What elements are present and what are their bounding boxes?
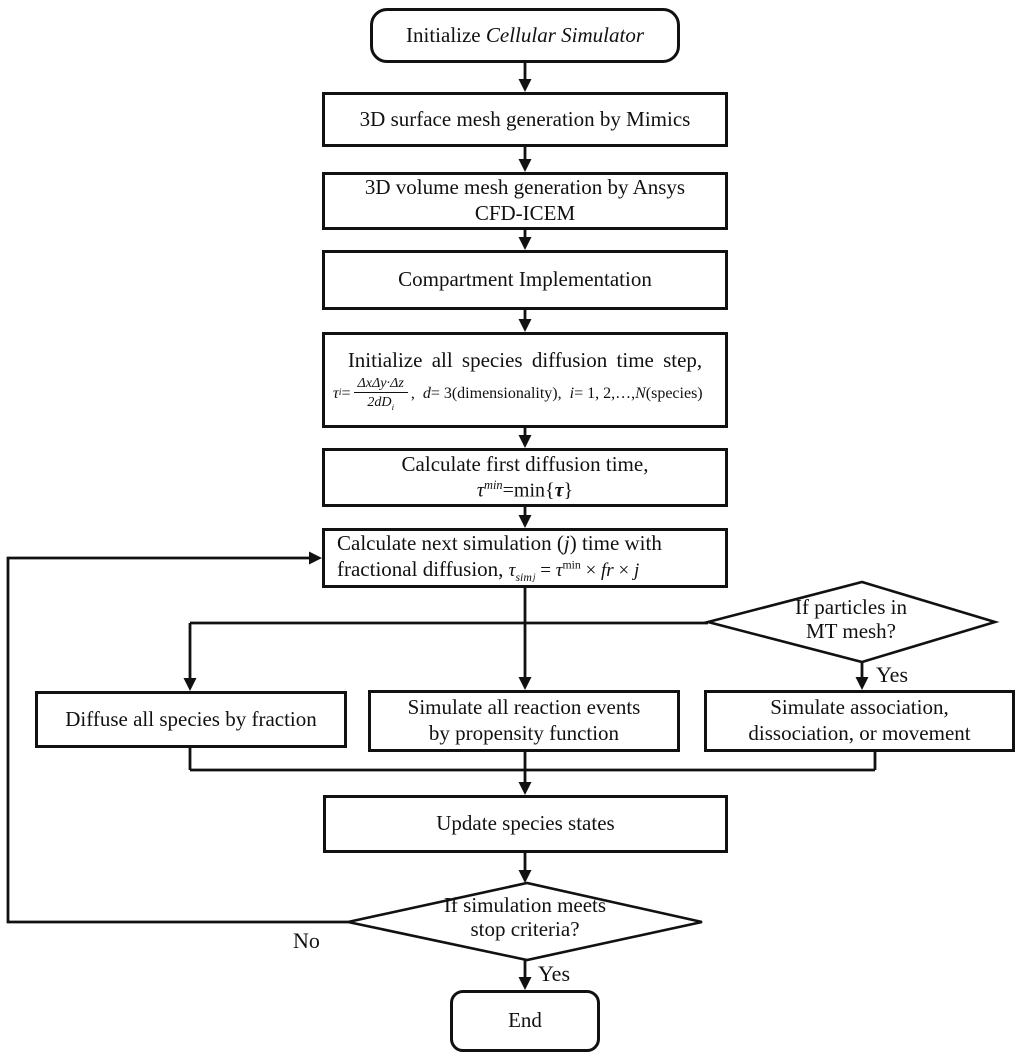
node-end-label: End xyxy=(508,1008,542,1033)
node-update-states-label: Update species states xyxy=(436,811,615,836)
node-association-line1: Simulate association, xyxy=(770,695,949,720)
decision-stop-criteria-line2: stop criteria? xyxy=(470,916,580,941)
edge-label-no: No xyxy=(293,928,320,953)
edge-label-yes-mt: Yes xyxy=(876,662,909,687)
node-surface-mesh-label: 3D surface mesh generation by Mimics xyxy=(359,106,691,131)
node-diffuse-species: Diffuse all species by fraction xyxy=(35,691,347,748)
node-reaction-events: Simulate all reaction events by propensi… xyxy=(368,690,680,752)
node-first-diffusion: Calculate first diffusion time, τmin=min… xyxy=(322,448,728,507)
arrowhead-to-volume xyxy=(518,159,532,172)
edge-label-yes-stop: Yes xyxy=(538,961,571,986)
decision-stop-criteria-shape xyxy=(347,881,703,962)
arrowhead-to-surface xyxy=(518,79,532,92)
node-next-simulation-line1: Calculate next simulation (j) time with xyxy=(337,531,662,556)
node-association-line2: dissociation, or movement xyxy=(748,721,971,745)
node-compartment: Compartment Implementation xyxy=(322,250,728,310)
arrowhead-to-end xyxy=(518,977,532,990)
connector-no-loop xyxy=(6,556,348,924)
arrowhead-to-firsttime xyxy=(518,435,532,448)
equation-tau-sim: τsimj = τmin × fr × j xyxy=(508,558,640,584)
arrowhead-to-compartment xyxy=(518,237,532,250)
decision-mt-mesh-line2: MT mesh? xyxy=(805,618,897,643)
node-reaction-events-line1: Simulate all reaction events xyxy=(407,695,641,720)
node-next-simulation-line2: fractional diffusion, τsimj = τmin × fr … xyxy=(325,557,725,585)
node-reaction-events-line2: by propensity function xyxy=(428,721,620,745)
node-surface-mesh: 3D surface mesh generation by Mimics xyxy=(322,92,728,147)
arrowhead-loop-to-nextsim xyxy=(309,551,322,565)
node-first-diffusion-line1: Calculate first diffusion time, xyxy=(401,451,649,476)
node-start: Initialize Cellular Simulator xyxy=(370,8,680,63)
arrowhead-to-init xyxy=(518,319,532,332)
node-diffuse-species-label: Diffuse all species by fraction xyxy=(65,706,317,731)
arrowhead-to-nextsim xyxy=(518,515,532,528)
node-volume-mesh: 3D volume mesh generation by Ansys CFD-I… xyxy=(322,172,728,230)
arrowhead-to-assoc xyxy=(855,677,869,690)
node-compartment-label: Compartment Implementation xyxy=(398,267,652,292)
node-update-states: Update species states xyxy=(323,795,728,853)
node-init-diffusion-line1: Initialize all species diffusion time st… xyxy=(347,347,703,372)
arrowhead-to-react xyxy=(518,677,532,690)
node-end: End xyxy=(450,990,600,1052)
decision-stop-criteria-text: If simulation meets stop criteria? xyxy=(375,893,675,941)
decision-stop-criteria-line1: If simulation meets xyxy=(443,893,607,917)
equation-tau-min: τmin=min{τ} xyxy=(476,478,574,502)
node-volume-mesh-line1: 3D volume mesh generation by Ansys xyxy=(364,175,686,200)
node-init-diffusion: Initialize all species diffusion time st… xyxy=(322,332,728,428)
node-start-label: Initialize Cellular Simulator xyxy=(406,22,644,47)
node-next-simulation-line2-prefix: fractional diffusion, xyxy=(337,556,509,581)
arrowhead-to-diffuse xyxy=(183,678,197,691)
decision-mt-mesh-line1: If particles in xyxy=(795,595,907,619)
arrowhead-to-stop xyxy=(518,870,532,883)
decision-mt-mesh-text: If particles in MT mesh? xyxy=(731,595,971,643)
node-association: Simulate association, dissociation, or m… xyxy=(704,690,1015,752)
node-volume-mesh-line2: CFD-ICEM xyxy=(474,201,576,225)
decision-mt-mesh-shape xyxy=(702,580,1000,664)
node-next-simulation: Calculate next simulation (j) time with … xyxy=(322,528,728,588)
arrowhead-to-update xyxy=(518,782,532,795)
